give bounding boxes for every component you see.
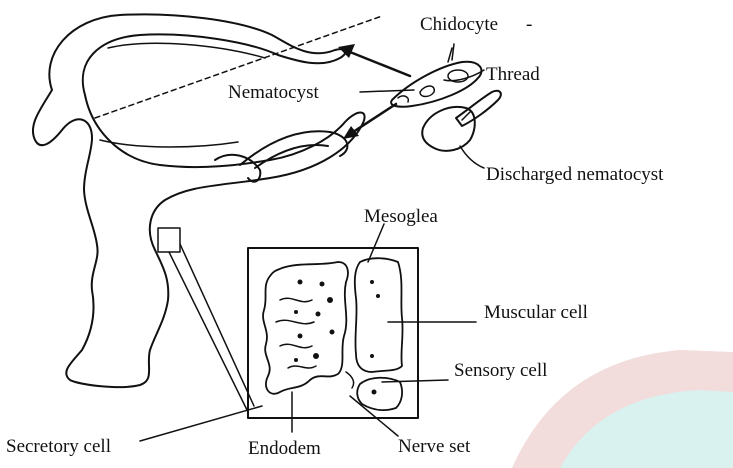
label-cnidocyte-mark: - — [526, 14, 532, 35]
hydra-body — [33, 14, 382, 412]
label-discharged-nematocyst: Discharged nematocyst — [486, 164, 664, 185]
label-thread: Thread — [486, 64, 540, 85]
tissue-section — [248, 248, 418, 418]
label-sensory-cell: Sensory cell — [454, 360, 547, 381]
label-endoderm: Endodem — [248, 438, 321, 459]
label-nematocyst: Nematocyst — [228, 82, 319, 103]
leader-lines — [140, 44, 484, 441]
label-secretory-cell: Secretory cell — [6, 436, 111, 457]
label-mesoglea: Mesoglea — [364, 206, 438, 227]
label-cnidocyte: Chidocyte — [420, 14, 498, 35]
magnification-box — [158, 228, 180, 252]
label-nerve-set: Nerve set — [398, 436, 471, 457]
discharged-nematocyst-shape — [422, 91, 501, 151]
label-muscular-cell: Muscular cell — [484, 302, 588, 323]
